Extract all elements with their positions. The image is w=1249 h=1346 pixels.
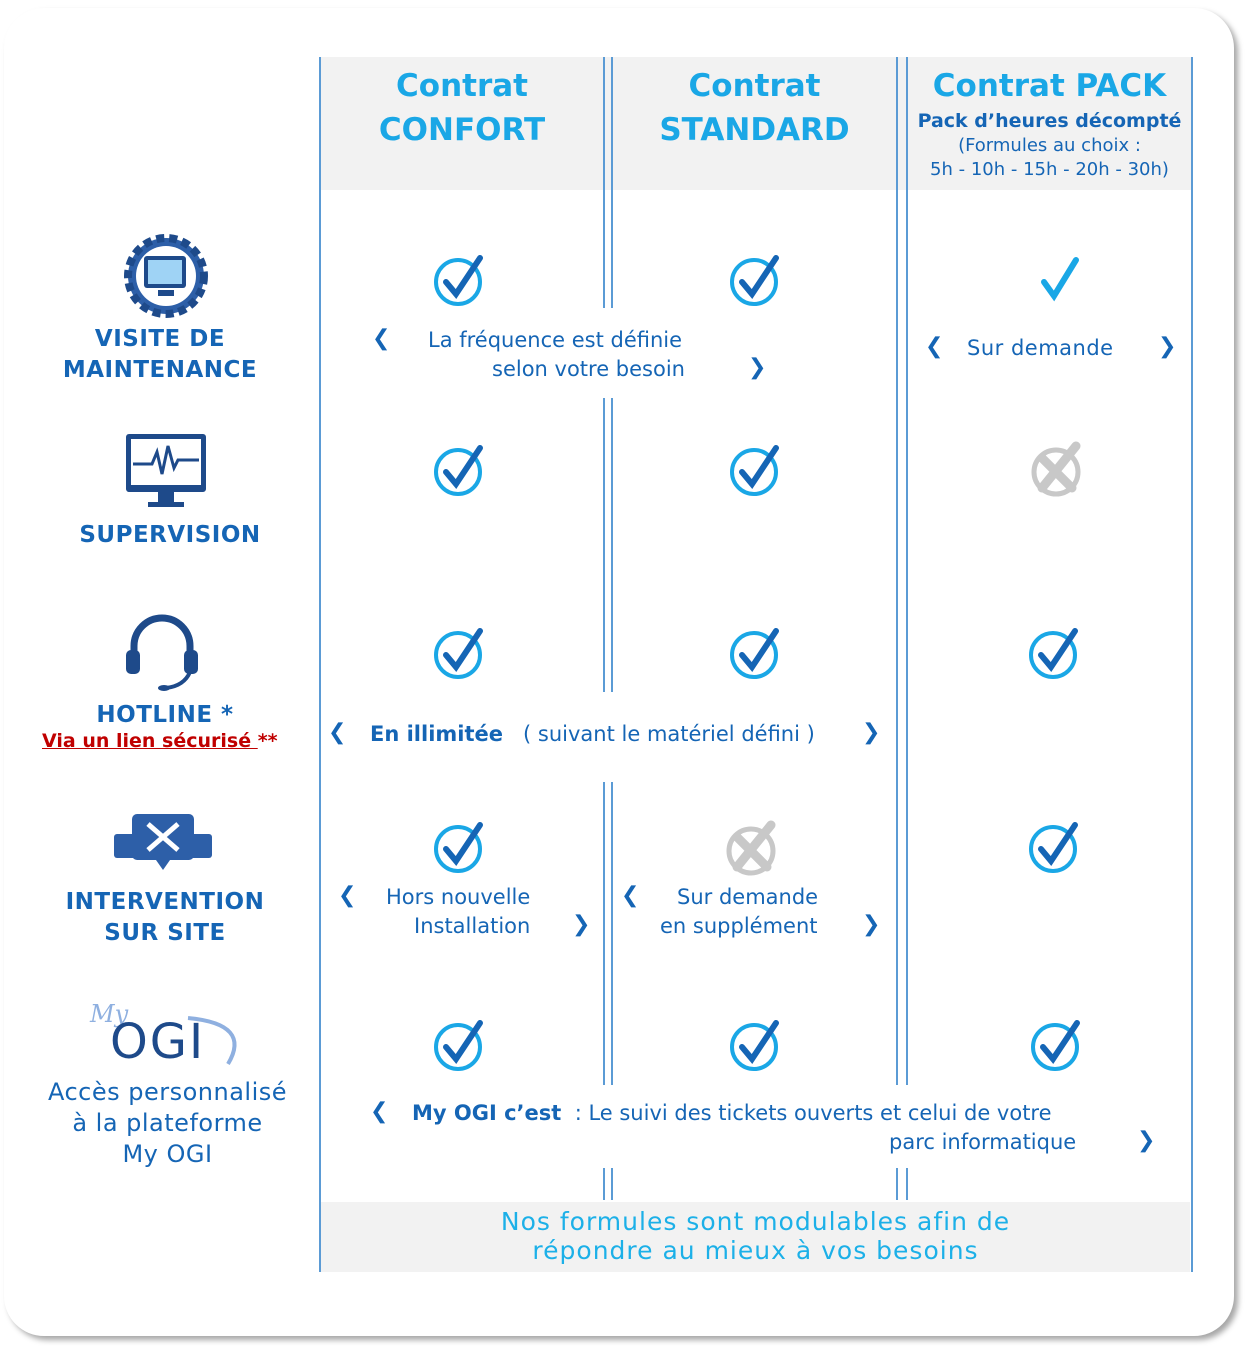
- divider: [906, 57, 908, 1085]
- chevron-left-icon: ❮: [328, 720, 347, 745]
- pack-subtitle: Pack d’heures décompté: [917, 110, 1182, 132]
- check-icon: [728, 442, 784, 498]
- header-line: CONFORT: [378, 112, 546, 148]
- check-icon: [432, 252, 488, 308]
- footer-line: répondre au mieux à vos besoins: [532, 1236, 979, 1265]
- note-text: en supplément: [660, 914, 818, 938]
- divider: [611, 57, 613, 308]
- label-line: My OGI: [122, 1140, 213, 1168]
- note-bold: En illimitée: [370, 722, 504, 746]
- note-text: La fréquence est définie: [428, 328, 683, 352]
- divider: [896, 1168, 898, 1200]
- label-line: à la plateforme: [72, 1109, 263, 1137]
- cross-icon: [1028, 440, 1084, 497]
- divider: [1191, 57, 1193, 1272]
- note-text: Sur demande: [967, 336, 1114, 360]
- note-text: Sur demande: [677, 885, 819, 909]
- divider: [319, 57, 321, 1272]
- note-bold: My OGI c’est: [412, 1101, 562, 1125]
- note-text: parc informatique: [889, 1130, 1077, 1154]
- comparison-card: [4, 8, 1234, 1336]
- hotline-note: En illimitée ( suivant le matériel défin…: [370, 720, 815, 749]
- chevron-left-icon: ❮: [372, 326, 391, 351]
- divider: [603, 782, 605, 1085]
- divider: [603, 1168, 605, 1200]
- note-text: : Le suivi des tickets ouverts et celui …: [574, 1101, 1052, 1125]
- label-line: Accès personnalisé: [47, 1078, 288, 1106]
- check-icon: [1032, 252, 1088, 308]
- divider: [896, 57, 898, 1085]
- divider: [611, 1168, 613, 1200]
- divider: [611, 398, 613, 692]
- check-icon: [432, 442, 488, 498]
- footnote-mark: **: [257, 730, 278, 752]
- monitor-gear-icon: [124, 234, 208, 318]
- chevron-right-icon: ❯: [748, 355, 767, 380]
- monitor-pulse-icon: [126, 434, 206, 507]
- chevron-left-icon: ❮: [925, 334, 944, 359]
- check-icon: [1029, 1017, 1085, 1073]
- check-icon: [728, 252, 784, 308]
- note-text: selon votre besoin: [492, 357, 685, 381]
- check-icon: [728, 1017, 784, 1073]
- column-header-pack: Contrat PACK Pack d’heures décompté (For…: [908, 64, 1191, 182]
- myogi-note: My OGI c’est : Le suivi des tickets ouve…: [412, 1099, 1052, 1128]
- chevron-right-icon: ❯: [1137, 1128, 1156, 1153]
- label-line: MAINTENANCE: [62, 357, 258, 383]
- row-label-myogi: Accès personnalisé à la plateforme My OGI: [35, 1077, 300, 1170]
- secure-link[interactable]: Via un lien sécurisé **: [30, 730, 310, 752]
- pack-note: (Formules au choix :: [958, 135, 1141, 156]
- divider: [906, 1168, 908, 1200]
- header-line: Contrat: [396, 68, 528, 104]
- label-line: SUR SITE: [104, 920, 226, 946]
- header-line: Contrat PACK: [932, 68, 1167, 104]
- divider: [603, 398, 605, 692]
- check-icon: [728, 625, 784, 681]
- divider: [611, 782, 613, 1085]
- header-line: Contrat: [688, 68, 821, 104]
- chevron-left-icon: ❮: [621, 883, 640, 908]
- header-line: STANDARD: [659, 112, 850, 148]
- chevron-right-icon: ❯: [572, 912, 591, 937]
- chevron-left-icon: ❮: [338, 883, 357, 908]
- note-text: ( suivant le matériel défini ): [523, 722, 815, 746]
- chevron-right-icon: ❯: [862, 912, 881, 937]
- row-label-maintenance: VISITE DE MAINTENANCE: [40, 324, 280, 386]
- check-icon: [432, 819, 488, 875]
- tools-chat-icon: [114, 814, 212, 870]
- divider: [603, 57, 605, 308]
- note-text: Hors nouvelle: [386, 885, 531, 909]
- footer-band: [321, 1202, 1190, 1272]
- label-line: VISITE DE: [94, 326, 226, 352]
- pack-note: 5h - 10h - 15h - 20h - 30h): [930, 159, 1169, 180]
- cross-icon: [723, 819, 779, 876]
- label-line: INTERVENTION: [65, 889, 265, 915]
- chevron-left-icon: ❮: [370, 1099, 389, 1124]
- check-icon: [1027, 625, 1083, 681]
- row-label-hotline: HOTLINE *: [96, 702, 234, 728]
- row-label-supervision: SUPERVISION: [79, 522, 261, 548]
- headset-icon: [126, 614, 198, 691]
- check-icon: [432, 625, 488, 681]
- check-icon: [1027, 819, 1083, 875]
- note-text: Installation: [414, 914, 531, 938]
- chevron-right-icon: ❯: [862, 720, 881, 745]
- header-band: [321, 57, 1192, 190]
- check-icon: [432, 1017, 488, 1073]
- secure-link-text[interactable]: Via un lien sécurisé: [42, 730, 258, 752]
- my-ogi-logo: My OGI: [88, 1000, 248, 1072]
- chevron-right-icon: ❯: [1158, 334, 1177, 359]
- row-label-intervention: INTERVENTION SUR SITE: [45, 887, 285, 949]
- footer-line: Nos formules sont modulables afin de: [500, 1207, 1011, 1236]
